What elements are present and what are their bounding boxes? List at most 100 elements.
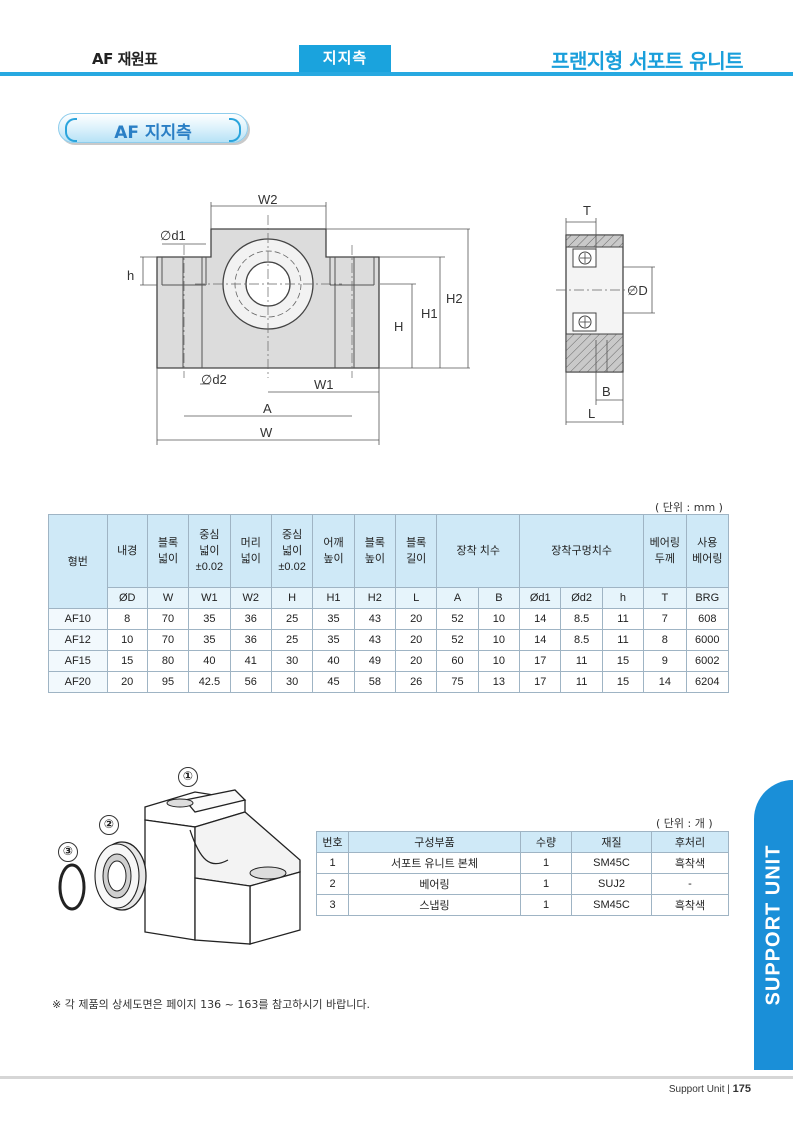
header-mount-dims: 장착 치수 [436,514,521,588]
table-cell: 14 [519,629,562,651]
header-divider [0,72,793,76]
table-cell: 15 [601,671,645,693]
table-cell: 6002 [685,650,730,672]
table-cell: - [651,873,729,895]
table-cell: 8.5 [560,629,603,651]
header-bearing-thickness: 베어링 두께 [643,514,687,588]
footer: Support Unit | 175 [669,1083,751,1095]
symbol-cell: BRG [685,587,730,609]
header-block-height: 블록 높이 [353,514,397,588]
table-cell: 35 [188,608,231,630]
table-cell: 8 [643,629,687,651]
table-cell: 15 [601,650,645,672]
table-cell: 26 [395,671,438,693]
table-cell: 608 [685,608,730,630]
footer-divider [0,1076,793,1079]
label-hh: H [394,319,403,334]
label-b: B [602,384,611,399]
table-cell: 95 [146,671,190,693]
table-cell: 58 [353,671,397,693]
table-cell: 10 [477,629,521,651]
table-cell: 17 [519,650,562,672]
table-cell: 8 [106,608,148,630]
table-cell: 6000 [685,629,730,651]
table-cell: AF10 [48,608,108,630]
table-cell: SM45C [571,894,652,916]
label-t: T [583,203,591,218]
side-view [556,218,655,425]
table-cell: 10 [477,650,521,672]
table-cell: 25 [270,608,314,630]
header-tab: 지지측 [299,45,391,72]
table-row: 3 스냅링 1 SM45C 흑착색 [316,894,729,916]
table-cell: 10 [106,629,148,651]
table-cell: 20 [395,629,438,651]
table-cell: 1 [520,852,572,874]
table-cell: 75 [436,671,479,693]
section-title: AF 지지측 [114,123,192,143]
header-shoulder-height: 어깨 높이 [312,514,355,588]
label-w2: W2 [258,192,278,207]
symbol-cell: Ød1 [519,587,562,609]
header-no: 번호 [316,831,349,853]
parts-illustration [58,789,301,945]
header-center-width-2: 중심 넓이 ±0.02 [270,514,314,588]
symbol-cell: h [601,587,645,609]
table-cell: SM45C [571,852,652,874]
table-cell: 14 [643,671,687,693]
table-cell: 11 [560,671,603,693]
table-row: AF12 10 70 35 36 25 35 43 20 52 10 14 8.… [48,629,730,651]
header-material: 재질 [571,831,652,853]
table-cell: SUJ2 [571,873,652,895]
section-title-pill: AF 지지측 [58,113,248,143]
table-cell: 10 [477,608,521,630]
table-cell: 42.5 [188,671,231,693]
table-row: AF10 8 70 35 36 25 35 43 20 52 10 14 8.5… [48,608,730,630]
header-part: 구성부품 [348,831,521,853]
table-cell: 13 [477,671,521,693]
header-bearing-used: 사용 베어링 [685,514,730,588]
side-tab-label: SUPPORT UNIT [762,844,784,1006]
label-h: h [127,268,134,283]
symbol-cell: H [270,587,314,609]
table-cell: 49 [353,650,397,672]
table-cell: 30 [270,650,314,672]
label-d1: ∅d1 [160,228,186,243]
table-cell: 8.5 [560,608,603,630]
table-cell: 20 [395,650,438,672]
table-cell: 흑착색 [651,894,729,916]
table-cell: 40 [188,650,231,672]
table-cell: 52 [436,608,479,630]
spec-table-unit: ( 단위 : mm ) [655,501,723,514]
label-d2: ∅d2 [201,372,227,387]
table-cell: 1 [520,894,572,916]
label-l: L [588,406,595,421]
table-cell: 20 [106,671,148,693]
table-cell: 6204 [685,671,730,693]
table-cell: 1 [316,852,349,874]
table-cell: 43 [353,608,397,630]
table-row: AF20 20 95 42.5 56 30 45 58 26 75 13 17 … [48,671,730,693]
table-cell: 11 [560,650,603,672]
table-cell: 1 [520,873,572,895]
table-row: 1 서포트 유니트 본체 1 SM45C 흑착색 [316,852,729,874]
table-cell: 60 [436,650,479,672]
header-head-width: 머리 넓이 [229,514,272,588]
table-cell: 36 [229,608,272,630]
table-cell: 스냅링 [348,894,521,916]
header-block-width: 블록 넓이 [146,514,190,588]
table-cell: 11 [601,608,645,630]
table-cell: 43 [353,629,397,651]
header-left-title: AF 재원표 [92,50,158,68]
spec-table: 형번 내경 블록 넓이 중심 넓이 ±0.02 머리 넓이 중심 넓이 ±0.0… [48,514,730,693]
technical-drawing: W2 ∅d1 h H2 H1 H ∅d2 W1 A W [127,192,655,445]
table-cell: 45 [312,671,355,693]
table-row: 2 베어링 1 SUJ2 - [316,873,729,895]
table-row: AF15 15 80 40 41 30 40 49 20 60 10 17 11… [48,650,730,672]
table-cell: 35 [312,629,355,651]
symbol-cell: W1 [188,587,231,609]
header-inner-diameter: 내경 [106,514,148,588]
table-cell: 11 [601,629,645,651]
table-cell: 30 [270,671,314,693]
table-cell: AF20 [48,671,108,693]
